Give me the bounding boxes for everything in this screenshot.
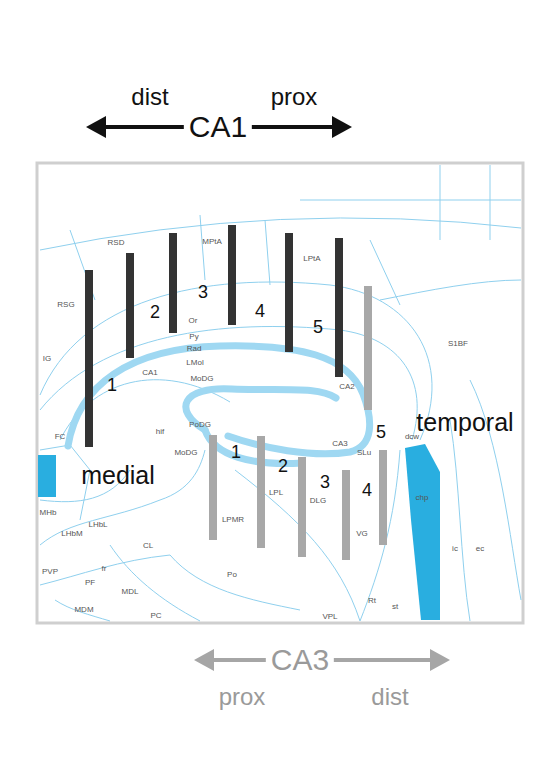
region-label: CA1 <box>142 368 158 377</box>
callout-number: 3 <box>198 282 208 303</box>
arrow-head <box>194 649 214 671</box>
region-label: Po <box>227 570 237 579</box>
region-label: PF <box>85 578 95 587</box>
region-label: CA2 <box>339 382 355 391</box>
region-label: fr <box>102 564 107 573</box>
region-label: MDL <box>122 587 139 596</box>
region-label: Or <box>189 316 198 325</box>
axis-end-label: prox <box>271 83 318 111</box>
region-label: MoDG <box>190 374 213 383</box>
callout-number: 2 <box>150 302 160 323</box>
region-label: PoDG <box>189 420 211 429</box>
ca3-probes <box>213 286 383 560</box>
axis-end-label: dist <box>131 83 168 111</box>
region-label: LHbL <box>88 520 107 529</box>
pyramidal-layer <box>68 346 370 464</box>
region-label: IG <box>43 354 51 363</box>
axis-title: CA3 <box>266 643 334 677</box>
atlas-lines <box>40 165 521 621</box>
ventricle <box>38 455 56 497</box>
callout-number: 2 <box>278 456 288 477</box>
region-label: Rt <box>368 596 376 605</box>
region-label: LHbM <box>61 529 82 538</box>
region-label: PC <box>150 611 161 620</box>
region-label: RSG <box>57 300 74 309</box>
region-label: LPtA <box>303 254 320 263</box>
side-label: temporal <box>416 408 513 437</box>
arrow-head <box>430 649 450 671</box>
callout-number: 4 <box>255 301 265 322</box>
callout-number: 3 <box>320 472 330 493</box>
region-label: ec <box>476 544 484 553</box>
callout-number: 1 <box>107 375 117 396</box>
arrow-head <box>332 116 352 138</box>
callout-number: 1 <box>231 442 241 463</box>
axis-end-label: prox <box>219 683 266 711</box>
region-label: FC <box>55 432 66 441</box>
ca1-probes <box>89 225 339 447</box>
region-label: PVP <box>42 567 58 576</box>
arrow-head <box>86 116 106 138</box>
region-label: st <box>392 602 398 611</box>
region-label: hif <box>156 427 164 436</box>
axis-end-label: dist <box>371 683 408 711</box>
region-label: MoDG <box>174 448 197 457</box>
atlas-frame <box>37 163 523 623</box>
region-label: MHb <box>40 508 57 517</box>
choroid-plexus <box>405 444 440 620</box>
region-label: MPtA <box>202 237 222 246</box>
region-label: dcw <box>405 432 419 441</box>
region-label: DLG <box>310 496 326 505</box>
region-label: LPMR <box>222 515 244 524</box>
callout-number: 4 <box>362 480 372 501</box>
axis-title: CA1 <box>184 110 252 144</box>
region-label: CA3 <box>332 439 348 448</box>
side-label: medial <box>81 461 155 490</box>
region-label: LMol <box>186 358 203 367</box>
callout-number: 5 <box>313 317 323 338</box>
region-label: S1BF <box>448 339 468 348</box>
region-label: ic <box>452 544 458 553</box>
region-label: Rad <box>187 344 202 353</box>
region-label: SLu <box>357 448 371 457</box>
region-label: Py <box>189 332 198 341</box>
region-label: CL <box>143 541 153 550</box>
region-label: MDM <box>74 605 93 614</box>
region-label: VG <box>356 529 368 538</box>
region-label: VPL <box>322 612 337 621</box>
region-label: chp <box>416 493 429 502</box>
callout-number: 5 <box>376 422 386 443</box>
region-label: LPL <box>269 488 283 497</box>
region-label: RSD <box>108 238 125 247</box>
